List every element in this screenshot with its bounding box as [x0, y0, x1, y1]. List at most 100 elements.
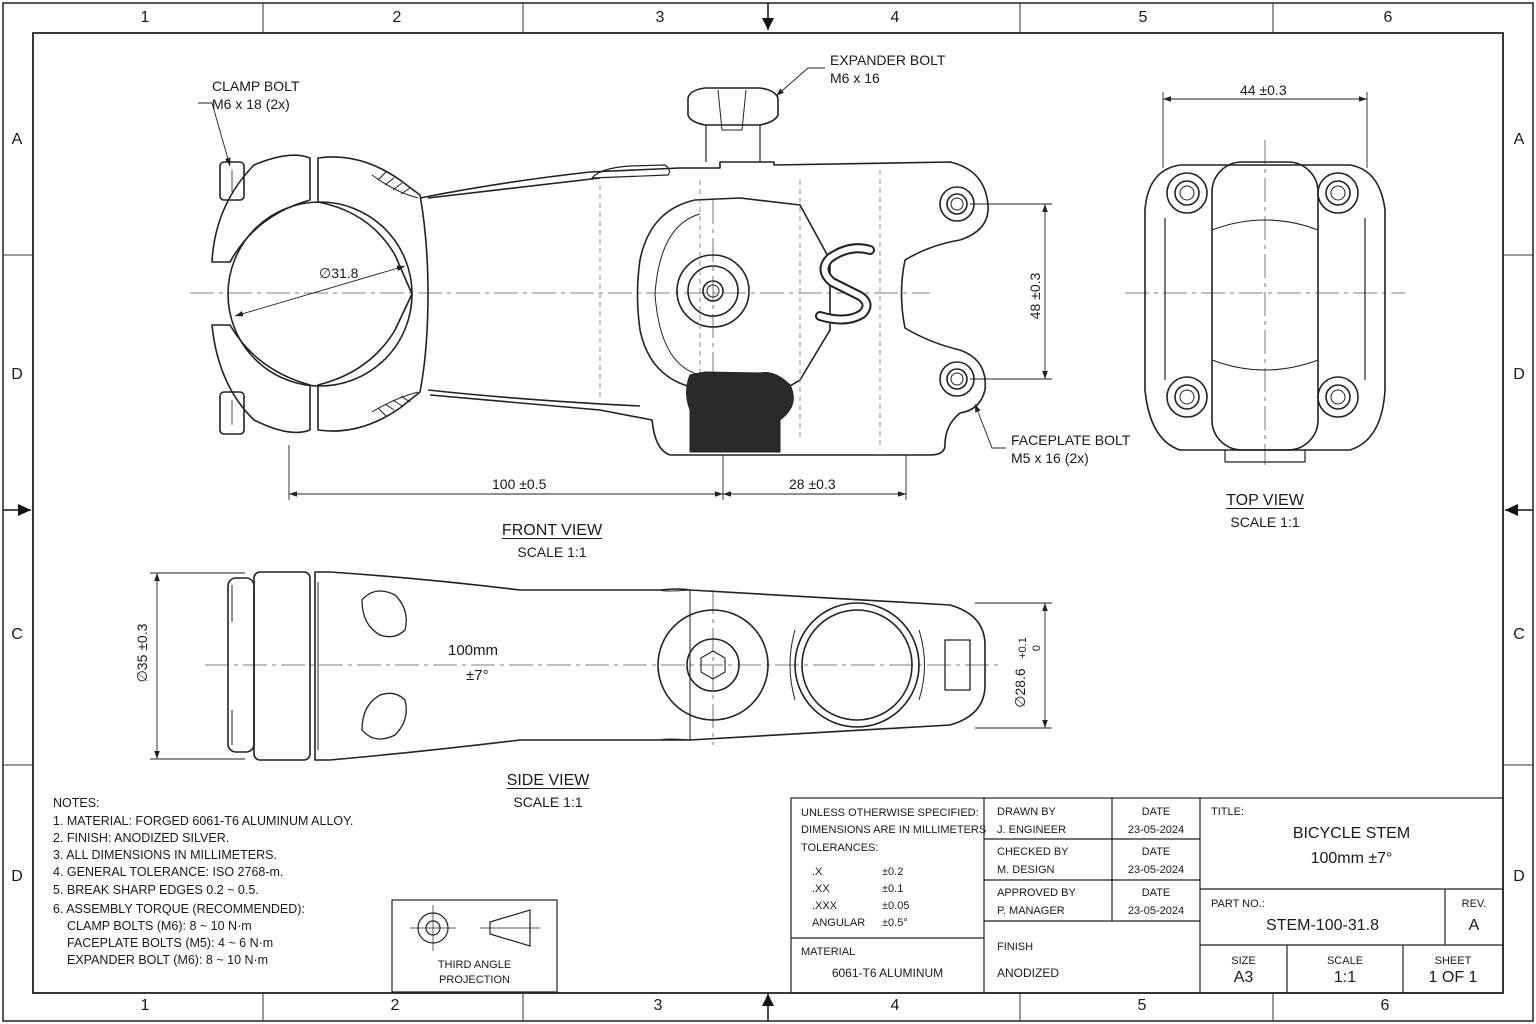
tb-drawn-by: J. ENGINEER	[997, 824, 1067, 836]
tb-unless-2: DIMENSIONS ARE IN MILLIMETERS	[801, 824, 987, 836]
tb-scale: 1:1	[1333, 969, 1357, 986]
tb-approved-by: P. MANAGER	[997, 905, 1065, 917]
note-6a: CLAMP BOLTS (M6): 8 ~ 10 N·m	[67, 919, 252, 933]
tb-checked-date-label: DATE	[1141, 846, 1171, 858]
dim-steerer-offset: 28 ±0.3	[789, 476, 836, 492]
grid-col-1-top: 1	[140, 9, 150, 26]
dim-length: 100 ±0.5	[492, 476, 547, 492]
tb-rev-label: REV.	[1461, 898, 1487, 910]
top-view-scale: SCALE 1:1	[1230, 514, 1300, 530]
tb-rev: A	[1468, 917, 1480, 934]
grid-col-3-bottom: 3	[653, 997, 663, 1014]
front-view	[190, 87, 989, 456]
front-view-scale: SCALE 1:1	[517, 544, 587, 560]
tb-checked-by: M. DESIGN	[997, 864, 1055, 876]
grid-row-left-2: D	[11, 366, 23, 383]
tb-title-1: BICYCLE STEM	[1292, 825, 1411, 842]
tb-approved-by-label: APPROVED BY	[997, 887, 1076, 899]
tb-tol-xx-key: .XX	[812, 883, 830, 895]
tb-unless-1: UNLESS OTHERWISE SPECIFIED:	[801, 807, 979, 819]
note-6c: EXPANDER BOLT (M6): 8 ~ 10 N·m	[67, 953, 269, 967]
dim-top-width: 44 ±0.3	[1240, 82, 1287, 98]
notes-heading: NOTES:	[53, 796, 100, 810]
clamp-bolt-spec: M6 x 18 (2x)	[212, 96, 290, 112]
front-view-title: FRONT VIEW	[501, 522, 603, 539]
grid-row-right-2: D	[1513, 366, 1525, 383]
faceplate-bolt-label: FACEPLATE BOLT	[1011, 432, 1131, 448]
tb-title-2: 100mm ±7°	[1310, 850, 1393, 867]
grid-col-1-bottom: 1	[140, 997, 150, 1014]
tb-tol-xxx-val: ±0.05	[882, 900, 910, 912]
top-view	[1125, 140, 1405, 465]
tb-tolerances-label: TOLERANCES:	[801, 842, 879, 854]
tb-size-label: SIZE	[1231, 955, 1256, 967]
tb-approved-date: 23-05-2024	[1127, 905, 1185, 917]
note-3: 3. ALL DIMENSIONS IN MILLIMETERS.	[53, 848, 277, 862]
tb-part-no: STEM-100-31.8	[1266, 917, 1379, 934]
note-2: 2. FINISH: ANODIZED SILVER.	[53, 831, 230, 845]
grid-col-3-top: 3	[655, 9, 665, 26]
grid-col-2-top: 2	[392, 9, 402, 26]
grid-row-right-3: C	[1513, 626, 1525, 643]
dim-faceplate-height: 48 ±0.3	[1027, 272, 1043, 320]
tb-finish-label: FINISH	[997, 941, 1034, 953]
tb-tol-x-key: .X	[812, 866, 823, 878]
centering-marks	[3, 3, 1533, 1021]
tb-drawn-date: 23-05-2024	[1127, 824, 1185, 836]
tb-part-no-label: PART NO.:	[1211, 898, 1265, 910]
tb-tol-xxx-key: .XXX	[812, 900, 838, 912]
tb-tol-angular-val: ±0.5°	[882, 917, 908, 929]
grid-row-left-1: A	[11, 131, 23, 148]
tb-title-label: TITLE:	[1211, 806, 1245, 818]
tb-sheet-label: SHEET	[1434, 955, 1472, 967]
top-view-title: TOP VIEW	[1226, 492, 1304, 509]
expander-bolt-spec: M6 x 16	[830, 70, 880, 86]
grid-col-4-top: 4	[890, 9, 900, 26]
side-view-scale: SCALE 1:1	[513, 794, 583, 810]
faceplate-bolt-spec: M5 x 16 (2x)	[1011, 450, 1089, 466]
side-angle-label: ±7°	[466, 667, 489, 684]
note-4: 4. GENERAL TOLERANCE: ISO 2768-m.	[53, 865, 284, 879]
grid-row-left-4: D	[11, 868, 23, 885]
top-dimensions	[1162, 92, 1368, 168]
tb-tol-x-val: ±0.2	[882, 866, 904, 878]
tb-material-label: MATERIAL	[801, 946, 856, 958]
title-block-grid	[790, 797, 1504, 994]
projection-line1: THIRD ANGLE	[437, 959, 512, 971]
grid-col-6-bottom: 6	[1380, 997, 1390, 1014]
dim-steerer-dia: ∅28.6	[1012, 668, 1028, 708]
note-6: 6. ASSEMBLY TORQUE (RECOMMENDED):	[53, 902, 305, 916]
tb-drawn-by-label: DRAWN BY	[997, 806, 1056, 818]
tb-tol-angular-key: ANGULAR	[812, 917, 866, 929]
grid-col-6-top: 6	[1383, 9, 1393, 26]
dim-clamp-diameter: ∅31.8	[319, 265, 359, 281]
projection-line2: PROJECTION	[439, 974, 510, 986]
grid-col-4-bottom: 4	[890, 997, 900, 1014]
tb-size: A3	[1233, 969, 1254, 986]
grid-col-5-top: 5	[1138, 9, 1148, 26]
dim-steerer-tol-lower: 0	[1031, 644, 1043, 652]
side-length-label: 100mm	[448, 642, 499, 659]
tb-checked-date: 23-05-2024	[1127, 864, 1185, 876]
tb-scale-label: SCALE	[1326, 955, 1364, 967]
dim-side-height: ∅35 ±0.3	[134, 623, 150, 683]
tb-sheet: 1 OF 1	[1428, 969, 1478, 986]
side-view	[205, 571, 1000, 761]
note-1: 1. MATERIAL: FORGED 6061-T6 ALUMINUM ALL…	[53, 814, 354, 828]
note-6b: FACEPLATE BOLTS (M5): 4 ~ 6 N·m	[67, 936, 274, 950]
tb-drawn-date-label: DATE	[1141, 806, 1171, 818]
grid-row-right-4: D	[1513, 868, 1525, 885]
grid-row-left-3: C	[11, 626, 23, 643]
faceplate-shim	[686, 371, 794, 453]
tb-approved-date-label: DATE	[1141, 887, 1171, 899]
note-5: 5. BREAK SHARP EDGES 0.2 ~ 0.5.	[53, 883, 259, 897]
tb-tol-xx-val: ±0.1	[882, 883, 904, 895]
projection-symbol	[391, 899, 558, 993]
grid-col-5-bottom: 5	[1137, 997, 1147, 1014]
tb-material: 6061-T6 ALUMINUM	[831, 966, 944, 980]
side-dimensions	[150, 572, 1052, 760]
side-view-title: SIDE VIEW	[506, 772, 590, 789]
grid-row-right-1: A	[1513, 131, 1525, 148]
